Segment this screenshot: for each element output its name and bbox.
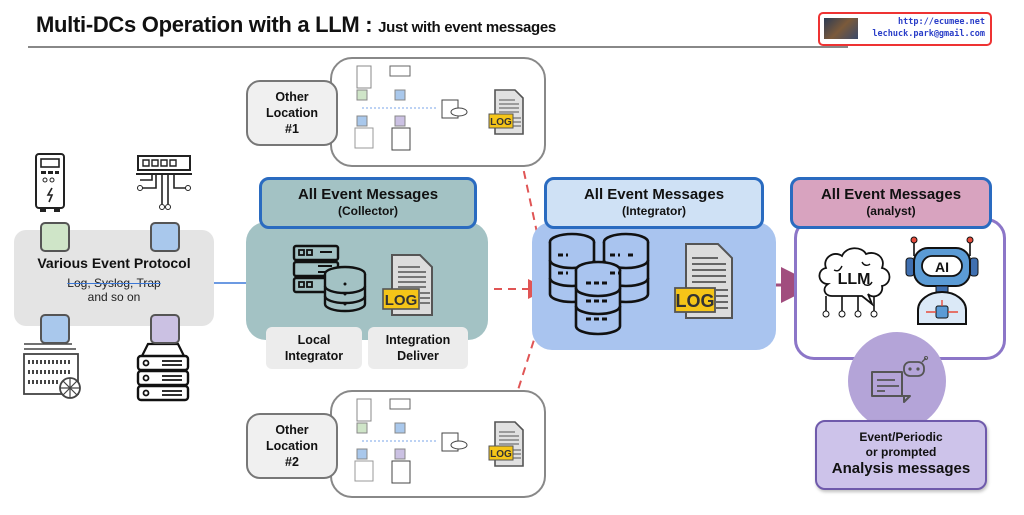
log-badge: LOG — [490, 117, 512, 128]
integration-deliver-label: Integration Deliver — [368, 327, 468, 369]
badge-email[interactable]: lechuck.park@gmail.com — [872, 29, 985, 39]
chatbot-message-icon — [871, 356, 929, 403]
protocol-title: Various Event Protocol — [37, 255, 191, 271]
protocol-connector-icon — [150, 222, 180, 252]
power-meter-icon — [35, 153, 65, 212]
protocol-line-2: and so on — [87, 290, 141, 304]
title-subtitle: Just with event messages — [378, 19, 556, 36]
protocol-line-1: Log, Syslog, Trap — [67, 276, 161, 290]
storage-array-icon — [23, 343, 81, 399]
analysis-messages-label: Event/Periodic or prompted Analysis mess… — [815, 420, 987, 490]
log-file-icon: LOG — [488, 421, 524, 467]
author-thumbnail — [824, 18, 858, 39]
location-1-label-line: #1 — [285, 122, 299, 136]
collector-role: (Collector) — [338, 204, 398, 218]
server-rack-icon — [136, 342, 190, 402]
protocol-connector-icon — [40, 222, 70, 252]
collector-header: All Event Messages (Collector) — [259, 177, 477, 229]
ai-robot-icon: AI — [905, 236, 979, 325]
location-2-label: Other Location #2 — [246, 413, 338, 479]
llm-brain-icon: LLM — [818, 247, 891, 318]
log-file-icon: LOG — [674, 243, 733, 319]
collector-title: All Event Messages — [297, 186, 439, 203]
integrator-role: (Integrator) — [622, 204, 686, 218]
database-server-icon — [292, 244, 367, 313]
ai-label: AI — [935, 259, 949, 275]
local-integrator-line: Local — [297, 333, 331, 347]
integrator-header: All Event Messages (Integrator) — [544, 177, 764, 229]
collector-panel — [246, 222, 488, 340]
network-switch-icon — [136, 155, 192, 210]
analyst-title: All Event Messages — [820, 186, 962, 203]
log-file-icon: LOG — [488, 89, 524, 135]
badge-url[interactable]: http://ecumee.net — [898, 17, 985, 27]
location-2-label-line: Location — [265, 439, 319, 453]
log-badge: LOG — [385, 292, 418, 309]
location-1-label-line: Location — [265, 106, 319, 120]
title-main: Multi-DCs Operation with a LLM : — [36, 12, 379, 37]
log-badge: LOG — [676, 291, 715, 311]
location-1-label-line: Other — [275, 90, 309, 104]
location-1-devices-icon — [354, 65, 468, 151]
llm-label: LLM — [838, 271, 871, 288]
integration-deliver-line: Integration — [385, 333, 451, 347]
page-title: Multi-DCs Operation with a LLM : Just wi… — [36, 12, 556, 38]
local-integrator-label: Local Integrator — [266, 327, 362, 369]
analyst-header: All Event Messages (analyst) — [790, 177, 992, 229]
location-2-label-line: #2 — [285, 455, 299, 469]
integration-deliver-line: Deliver — [397, 349, 439, 363]
author-badge: http://ecumee.net lechuck.park@gmail.com — [818, 12, 992, 46]
local-integrator-line: Integrator — [284, 349, 344, 363]
analyst-role: (analyst) — [866, 204, 916, 218]
log-badge: LOG — [490, 449, 512, 460]
location-2-devices-icon — [354, 398, 468, 484]
protocol-connector-icon — [40, 314, 70, 344]
analysis-output-circle — [848, 332, 946, 430]
analysis-line-1: Event/Periodic — [859, 430, 943, 444]
location-2-label-line: Other — [275, 423, 309, 437]
title-divider — [28, 46, 848, 48]
log-file-icon: LOG — [382, 254, 433, 316]
analysis-line-2: or prompted — [865, 445, 937, 459]
database-cluster-icon — [548, 232, 650, 336]
integrator-title: All Event Messages — [583, 186, 725, 203]
protocol-subtitle: Log, Syslog, Trap and so on — [14, 276, 214, 304]
location-1-label: Other Location #1 — [246, 80, 338, 146]
analysis-line-3: Analysis messages — [831, 460, 971, 477]
protocol-connector-icon — [150, 314, 180, 344]
